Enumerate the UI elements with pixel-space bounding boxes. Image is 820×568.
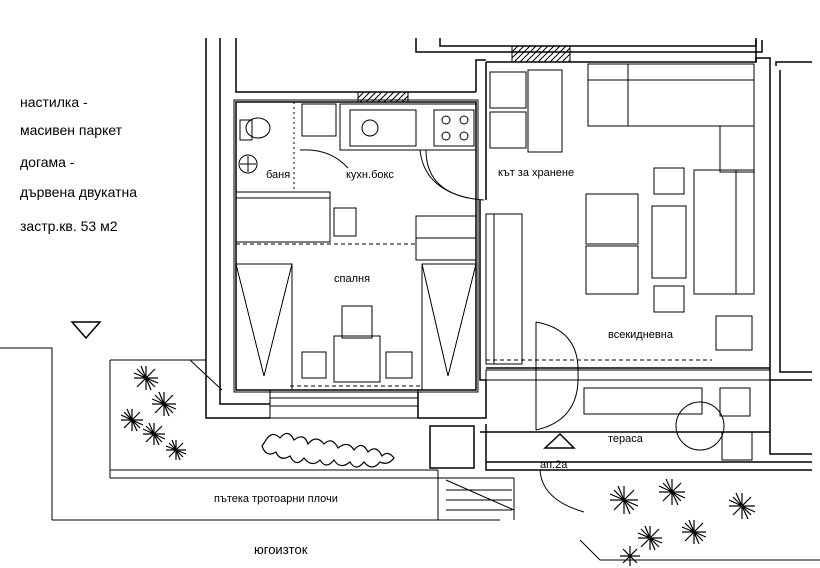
kitchen-fixtures xyxy=(339,103,477,199)
label-bathroom: баня xyxy=(266,169,290,181)
entry-marker-apartment xyxy=(543,432,576,449)
terrace-fixtures xyxy=(485,369,771,513)
note-built-area: застр.кв. 53 м2 xyxy=(20,218,118,234)
label-orientation: югоизток xyxy=(254,542,308,557)
living-fixtures xyxy=(425,63,755,431)
shrub-group-right xyxy=(609,478,756,566)
label-kitchenette: кухн.бокс xyxy=(346,169,394,181)
note-flooring-value: масивен паркет xyxy=(20,122,123,138)
tree-pot xyxy=(429,425,475,469)
hedge xyxy=(261,432,395,468)
window-kitchen xyxy=(357,91,409,103)
label-dining-corner: кът за хранене xyxy=(498,167,574,179)
note-joinery-value: дървена двукатна xyxy=(20,184,138,200)
bedroom-fixtures xyxy=(235,191,477,391)
label-apartment-id: ап.2а xyxy=(540,459,568,471)
site-lines xyxy=(0,347,820,561)
note-joinery-label: догама - xyxy=(20,154,75,170)
bedroom-window xyxy=(269,389,419,419)
label-living-room: всекидневна xyxy=(608,329,674,341)
entry-marker-left xyxy=(70,321,102,340)
window-top xyxy=(511,45,571,63)
label-path: пътека тротоарни плочи xyxy=(214,493,338,505)
shrub-group-left xyxy=(120,365,187,461)
label-bedroom: спалня xyxy=(334,273,370,285)
note-flooring-label: настилка - xyxy=(20,94,88,110)
bathroom-fixtures xyxy=(238,102,349,190)
building-walls xyxy=(205,38,812,471)
label-terrace: тераса xyxy=(608,433,644,445)
